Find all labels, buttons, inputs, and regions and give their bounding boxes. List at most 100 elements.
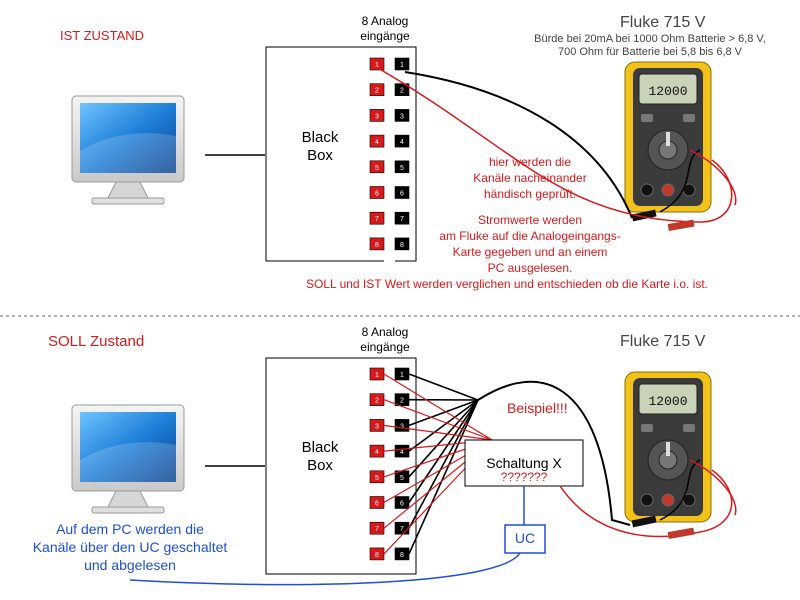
soll-terminal-black-label-1: 1 <box>400 372 404 379</box>
ist-terminal-black-6 <box>394 186 410 199</box>
ist-terminal-black-5 <box>394 160 410 174</box>
ist-terminal-black-2 <box>394 83 410 96</box>
ist-terminal-black-label-4: 4 <box>400 139 404 146</box>
ist-note-7: PC ausgelesen. <box>487 261 573 275</box>
ist-terminal-black-1 <box>394 57 410 71</box>
ist-terminal-red-8 <box>369 237 385 251</box>
soll-terminal-red-label-3: 3 <box>375 423 379 430</box>
red-probe-soll <box>667 527 695 540</box>
soll-fluke-title: Fluke 715 V <box>620 333 706 350</box>
uc-label: UC <box>514 530 536 546</box>
soll-terminal-black-label-4: 4 <box>400 449 404 456</box>
soll-black-box-label: Black Box <box>290 439 350 475</box>
black-probe-soll <box>631 515 657 528</box>
fluke-meter-soll <box>624 371 712 523</box>
ist-terminal-red-label-1: 1 <box>375 62 379 69</box>
ist-terminal-red-label-6: 6 <box>375 191 379 198</box>
soll-terminal-black-label-3: 3 <box>400 423 404 430</box>
ist-note-2: Kanäle nacheinander <box>473 171 587 185</box>
ist-note-5: am Fluke auf die Analogeingangs- <box>439 229 621 243</box>
red-fan-wire-3 <box>383 424 493 441</box>
uc-box <box>504 524 546 554</box>
ist-terminal-black-label-1: 1 <box>400 62 404 69</box>
soll-title: SOLL Zustand <box>48 333 145 350</box>
ist-terminal-black-label-5: 5 <box>400 165 404 172</box>
ist-terminal-black-label-2: 2 <box>400 88 404 95</box>
soll-terminal-black-label-8: 8 <box>400 552 404 559</box>
soll-analog-line-2: eingänge <box>360 340 410 354</box>
black-fan-wire-8 <box>408 399 479 555</box>
ist-fluke-sub-2: 700 Ohm für Batterie bei 5,8 bis 6,8 V <box>557 46 743 58</box>
soll-terminal-red-label-5: 5 <box>375 475 379 482</box>
soll-analog-line-1: 8 Analog <box>361 325 409 339</box>
black-fan-wire-4 <box>408 399 479 452</box>
ist-analog-label: 8 Analog eingänge <box>345 14 425 44</box>
black-fan-wire-6 <box>408 399 479 503</box>
pc-note-1: Auf dem PC werden die <box>56 521 204 537</box>
ist-fluke-sub-1: Bürde bei 20mA bei 1000 Ohm Batterie > 6… <box>534 33 766 45</box>
schaltung-label: Schaltung X <box>486 455 562 471</box>
ist-note-8: SOLL und IST Wert werden verglichen und … <box>306 277 709 291</box>
pc-note-block: Auf dem PC werden die Kanäle über den UC… <box>10 520 250 574</box>
black-probe-ist <box>631 209 657 222</box>
pc-note-3: und abgelesen <box>84 557 176 573</box>
pc-note-2: Kanäle über den UC geschaltet <box>32 539 228 555</box>
schaltung-question: ??????? <box>500 470 548 484</box>
ist-terminal-red-label-7: 7 <box>375 216 379 223</box>
pc-monitor-ist <box>71 95 185 205</box>
ist-terminal-red-3 <box>369 109 385 122</box>
soll-terminal-black-label-2: 2 <box>400 398 404 405</box>
black-lead-soll <box>477 380 631 526</box>
ist-black-box-label: Black Box <box>290 129 350 165</box>
ist-note-1: hier werden die <box>488 155 572 169</box>
ist-analog-line-1: 8 Analog <box>361 14 409 28</box>
ist-terminal-black-4 <box>394 134 410 148</box>
ist-terminal-black-label-8: 8 <box>400 242 404 249</box>
red-fan-wire-1 <box>383 373 493 441</box>
soll-terminal-red-label-8: 8 <box>375 552 379 559</box>
black-fan-wire-1 <box>408 373 479 401</box>
ist-terminal-black-7 <box>394 211 410 225</box>
ist-terminal-red-4 <box>369 134 385 148</box>
soll-terminal-black-label-5: 5 <box>400 475 404 482</box>
schaltung-box <box>464 439 584 487</box>
ist-terminal-black-label-7: 7 <box>400 216 404 223</box>
ist-terminal-black-label-6: 6 <box>400 191 404 198</box>
black-lead-ist <box>404 71 633 219</box>
soll-terminal-red-label-2: 2 <box>375 398 379 405</box>
soll-terminal-black-label-7: 7 <box>400 526 404 533</box>
red-probe-ist <box>667 219 695 232</box>
ist-terminal-black-label-3: 3 <box>400 113 404 120</box>
ist-black-box-line-2: Box <box>307 147 333 164</box>
ist-terminal-red-label-5: 5 <box>375 165 379 172</box>
ist-note-4: Stromwerte werden <box>477 213 583 227</box>
ist-terminal-black-8 <box>394 237 410 251</box>
pc-monitor-soll <box>71 404 185 514</box>
red-fan-wire-2 <box>383 399 493 441</box>
black-fan-wire-7 <box>408 399 479 529</box>
beispiel-label: Beispiel!!! <box>507 400 568 416</box>
soll-terminal-red-label-1: 1 <box>375 372 379 379</box>
red-lead-ist <box>375 66 733 223</box>
ist-analog-line-2: eingänge <box>360 29 410 43</box>
ist-fluke-subtitle: Bürde bei 20mA bei 1000 Ohm Batterie > 6… <box>500 33 800 59</box>
black-fan-wire-3 <box>408 399 479 427</box>
ist-terminal-red-6 <box>369 186 385 199</box>
ist-black-box-line-1: Black <box>301 129 339 146</box>
ist-fluke-title: Fluke 715 V <box>620 14 706 31</box>
ist-terminal-red-label-2: 2 <box>375 88 379 95</box>
soll-terminal-red-label-6: 6 <box>375 501 379 508</box>
ist-terminal-red-label-8: 8 <box>375 242 379 249</box>
pc-uc-link <box>129 552 521 586</box>
ist-terminal-red-2 <box>369 83 385 96</box>
ist-terminal-red-7 <box>369 211 385 225</box>
ist-note-3: händisch geprüft. <box>483 187 577 201</box>
ist-terminal-black-3 <box>394 109 410 122</box>
ist-terminal-red-5 <box>369 160 385 174</box>
soll-terminal-black-label-6: 6 <box>400 501 404 508</box>
soll-black-box-line-1: Black <box>301 439 339 456</box>
ist-terminal-red-label-4: 4 <box>375 139 379 146</box>
ist-title: IST ZUSTAND <box>60 28 145 43</box>
